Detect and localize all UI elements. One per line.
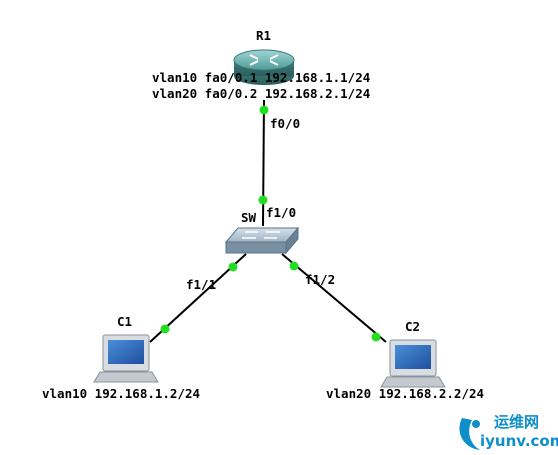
watermark-logo-dot: [472, 420, 480, 428]
port-dot: [289, 261, 299, 271]
link-r1-sw: [262, 99, 265, 227]
port-label-r1-f0-0: f0/0: [270, 116, 300, 131]
port-dot: [371, 332, 381, 342]
switch-sw[interactable]: SW: [224, 210, 300, 255]
port-label-sw-f1-0: f1/0: [266, 205, 296, 220]
watermark-logo-icon: [459, 418, 480, 450]
router-r1-name: R1: [256, 28, 271, 43]
router-r1-config-line2: vlan20 fa0/0.2 192.168.2.1/24: [152, 86, 370, 101]
port-label-sw-f1-1: f1/1: [186, 277, 216, 292]
pc-c2-name: C2: [405, 319, 420, 334]
pc-c1-ip: vlan10 192.168.1.2/24: [42, 386, 200, 401]
port-dot: [160, 324, 170, 334]
links: [149, 99, 387, 343]
watermark: 运维网 iyunv.com: [459, 413, 558, 450]
pc-c1[interactable]: C1 vlan10 192.168.1.2/24: [42, 314, 200, 401]
pc-c2[interactable]: C2 vlan20 192.168.2.2/24: [326, 319, 484, 401]
port-label-sw-f1-2: f1/2: [305, 272, 335, 287]
computer-icon: [93, 334, 159, 383]
port-dot: [258, 195, 268, 205]
switch-icon: [224, 226, 300, 255]
computer-icon: [380, 339, 446, 388]
port-dot: [259, 105, 269, 115]
pc-c2-ip: vlan20 192.168.2.2/24: [326, 386, 484, 401]
link-sw-c2: [281, 253, 387, 343]
router-r1[interactable]: R1 vlan10 fa0/0.1 192.168.1.1/24 vlan20 …: [152, 28, 370, 101]
watermark-cn: 运维网: [494, 413, 539, 431]
pc-c1-name: C1: [117, 314, 132, 329]
port-dots: [160, 105, 381, 342]
watermark-url: iyunv.com: [480, 432, 558, 450]
port-dot: [228, 262, 238, 272]
router-icon: [233, 49, 295, 85]
switch-sw-name: SW: [241, 210, 257, 225]
router-r1-config-line1: vlan10 fa0/0.1 192.168.1.1/24: [152, 70, 370, 85]
